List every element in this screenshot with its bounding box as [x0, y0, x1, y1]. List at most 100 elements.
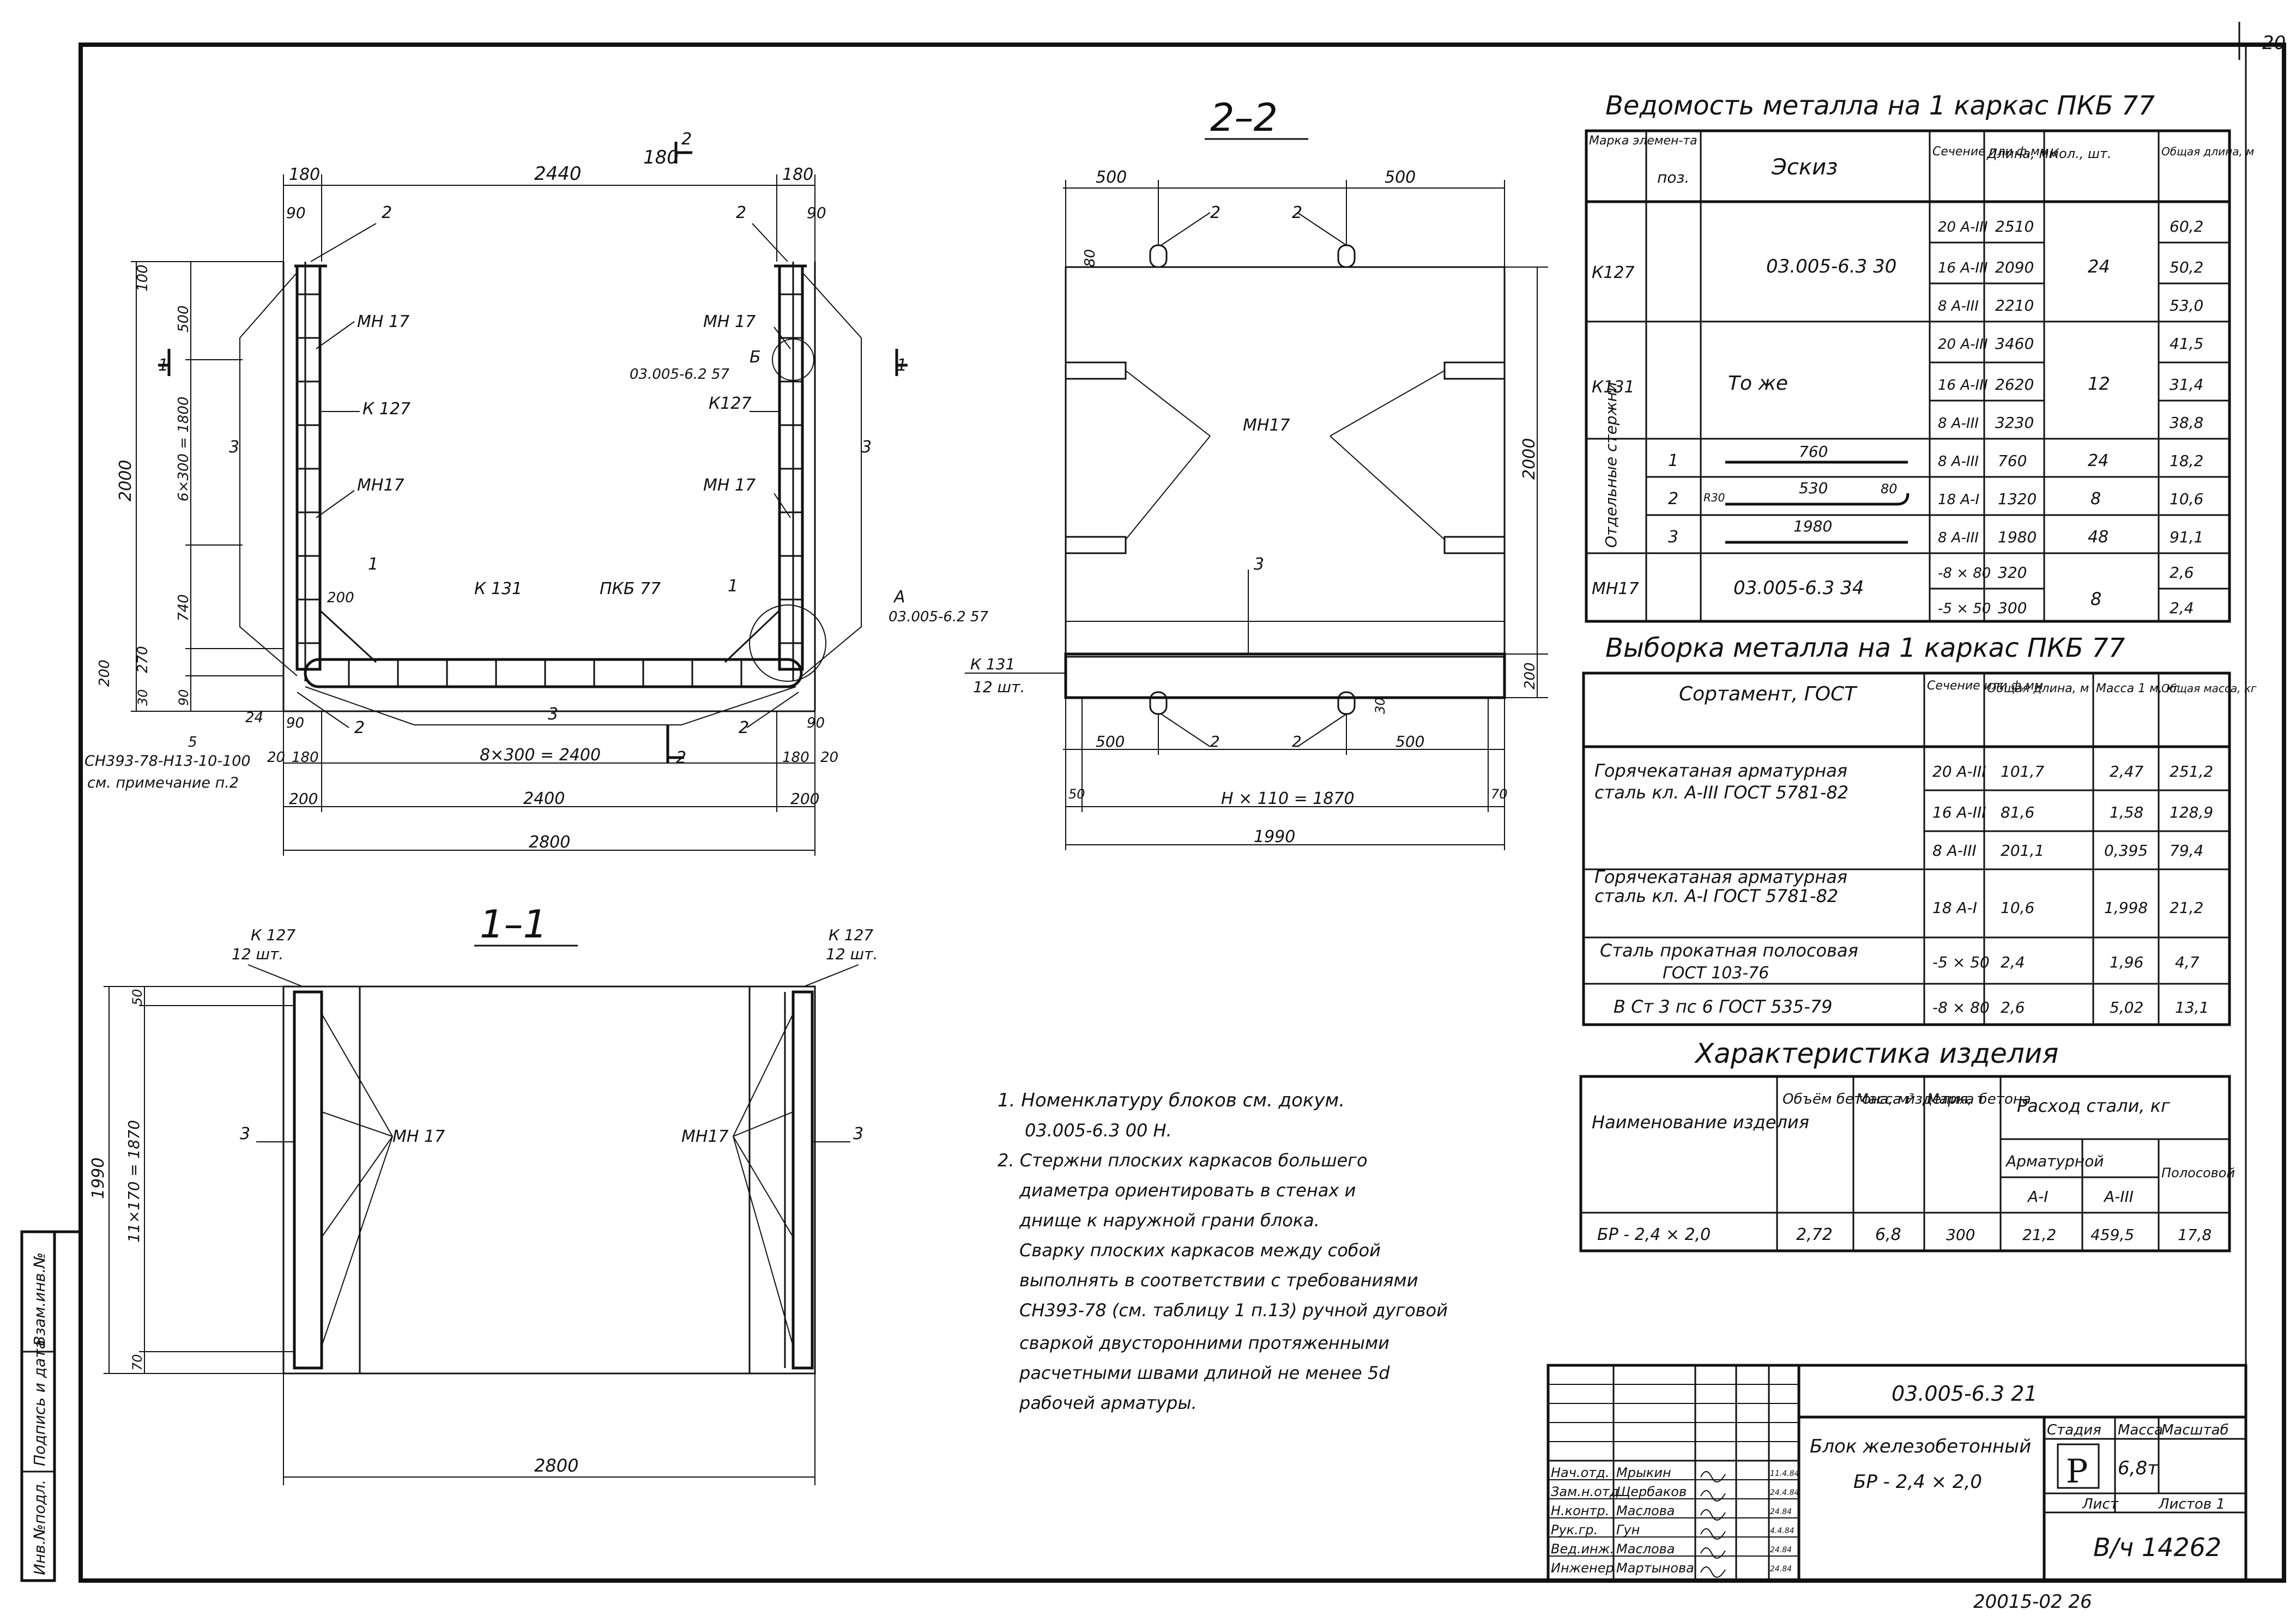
- vyb-g3-r1-len: 2,4: [2001, 953, 2025, 971]
- s22-pos2-d: 2: [1292, 733, 1302, 751]
- s11-pos3-right: 3: [853, 1124, 863, 1143]
- node-b-circle: [772, 338, 814, 381]
- vyb-g1-r3-len: 201,1: [2001, 842, 2044, 860]
- ved-k131-sec-3: 8 А-III: [1938, 415, 1979, 432]
- ved-sep2-sec: 18 А-I: [1938, 492, 1979, 508]
- ved-separate-label: Отдельные стержни: [1602, 382, 1620, 548]
- vyb-g1-r3-m1: 0,395: [2104, 842, 2148, 860]
- stamp-stage: Р: [2066, 1452, 2088, 1491]
- ved-h-section: Сечение или ф,мм: [1932, 145, 2049, 159]
- plan-bottom-cage: [304, 658, 803, 688]
- s22-dim-80: 80: [1082, 249, 1098, 267]
- plan-dim-b-20-r: 20: [820, 749, 838, 766]
- plan-dim-left-200: 200: [96, 659, 113, 687]
- plan-pos2-a: 2: [382, 203, 392, 222]
- stamp-h-mass: Масса: [2118, 1422, 2163, 1438]
- ved-h-pos: поз.: [1657, 168, 1689, 186]
- stamp-mass: 6,8т: [2118, 1457, 2159, 1479]
- ved-k131-sec-2: 16 А-III: [1938, 377, 1988, 394]
- plan-node-b-ref: 03.005-6.2 57: [630, 366, 730, 383]
- ved-sep2-dim: 530: [1799, 479, 1828, 497]
- s11-dim-1990: 1990: [89, 1158, 108, 1199]
- s11-dim-50: 50: [130, 989, 145, 1006]
- plan-dim-90-l: 90: [286, 204, 306, 222]
- har-h-steel: Расход стали, кг: [2017, 1096, 2170, 1116]
- ved-sep2-len: 1320: [1998, 490, 2037, 508]
- s22-dim-200: 200: [1522, 662, 1538, 689]
- vyb-g1-name-1: Горячекатаная арматурная: [1594, 760, 1847, 781]
- stamp-h-stage: Стадия: [2047, 1422, 2101, 1438]
- plan-dim-left-2000: 2000: [116, 460, 135, 501]
- vedomost-table: [1585, 129, 2231, 623]
- s11-mn17-left: МН 17: [392, 1127, 445, 1146]
- vyb-g4-r1-tot: 13,1: [2175, 998, 2209, 1016]
- ved-sep1-tot: 18,2: [2170, 452, 2203, 470]
- plan-pos1-b: 1: [728, 577, 738, 596]
- vyb-g2-r1-tot: 21,2: [2170, 899, 2203, 917]
- vyb-g1-r2-tot: 128,9: [2170, 803, 2213, 821]
- vyb-g1-r1-m1: 2,47: [2110, 762, 2144, 780]
- ved-sep2-qty: 8: [2090, 489, 2101, 509]
- section-1-1-view: [104, 964, 859, 1485]
- plan-k131: К 131: [474, 579, 522, 598]
- ved-k131-sketch: То же: [1728, 372, 1788, 395]
- vyb-g1-r2-len: 81,6: [2001, 803, 2034, 821]
- vyb-g1-r2-sec: 16 А-III: [1932, 803, 1986, 821]
- s11-k127-left: К 127: [251, 926, 295, 944]
- stamp-h-scale: Масштаб: [2161, 1422, 2229, 1438]
- plan-dim-b-2400: 2400: [523, 789, 565, 808]
- har-row-a1: 21,2: [2022, 1226, 2056, 1244]
- stamp-p1-name: Мрыкин: [1616, 1465, 1671, 1480]
- s22-pos3: 3: [1254, 555, 1264, 574]
- har-row-name: БР - 2,4 × 2,0: [1597, 1225, 1711, 1244]
- s22-k131: К 131: [970, 655, 1015, 673]
- s22-dim-70: 70: [1491, 786, 1508, 802]
- plan-view: [131, 142, 908, 856]
- ved-k127-qty: 24: [2088, 256, 2110, 277]
- note-line-8: СН393-78 (см. таблицу 1 п.13) ручной дуг…: [1019, 1300, 1448, 1321]
- stamp-p5-role: Вед.инж.: [1551, 1541, 1614, 1557]
- s22-pos2-a: 2: [1210, 203, 1220, 222]
- ved-sep3-len: 1980: [1998, 528, 2037, 546]
- vyb-h-mass1: Масса 1 м, кг: [2096, 682, 2180, 695]
- vyb-g2-r1-m1: 1,998: [2104, 899, 2148, 917]
- s11-dim-11x170: 11×170 = 1870: [125, 1120, 143, 1243]
- plan-dim-b-200-l: 200: [289, 790, 318, 808]
- stamp-people: Нач.отд. Мрыкин 11.4.84 Зам.н.отд. Щерба…: [1551, 1465, 1799, 1576]
- vyb-g1-r3-sec: 8 А-III: [1932, 842, 1977, 860]
- section-1-1-title: 1–1: [480, 902, 547, 947]
- ved-k131-sec-1: 20 А-III: [1938, 336, 1988, 353]
- s11-dim-70: 70: [130, 1354, 145, 1371]
- ved-sep2-dim2: 80: [1881, 481, 1898, 497]
- vyb-g4-name-1: В Ст 3 пс 6 ГОСТ 535-79: [1614, 996, 1832, 1017]
- vyb-g3-name-1: Сталь прокатная полосовая: [1600, 940, 1858, 961]
- ved-k127-sec-2: 16 А-III: [1938, 260, 1988, 276]
- stamp-p1-date: 11.4.84: [1770, 1469, 1799, 1478]
- ved-k127-tot-2: 50,2: [2170, 258, 2203, 276]
- note-line-6: Сварку плоских каркасов между собой: [1019, 1240, 1381, 1261]
- ved-mn17-tot-1: 2,6: [2170, 564, 2194, 582]
- vyb-g2-name-2: сталь кл. А-I ГОСТ 5781-82: [1594, 886, 1838, 906]
- s11-k127-right-qty: 12 шт.: [826, 945, 878, 963]
- plan-pos2-d: 2: [739, 718, 749, 737]
- ved-sep2-tot: 10,6: [2170, 490, 2203, 508]
- harakteristika-title: Характеристика изделия: [1694, 1038, 2058, 1069]
- plan-mn17-4: МН 17: [703, 476, 756, 495]
- vyb-g2-name-1: Горячекатаная арматурная: [1594, 867, 1847, 887]
- vyb-g2-r1-sec: 18 А-I: [1932, 899, 1977, 917]
- ved-sep3-tot: 91,1: [2170, 528, 2203, 546]
- side-stamp-inv: Инв.№подл.: [31, 1480, 49, 1575]
- ved-mn17-sec-1: -8 × 80: [1938, 565, 1991, 582]
- stamp-p5-date: 24.84: [1770, 1546, 1792, 1554]
- har-h-grade: Марка бетона: [1927, 1091, 2031, 1107]
- plan-pos3-bottom: 3: [548, 705, 558, 724]
- note-line-11: рабочей арматуры.: [1019, 1393, 1197, 1413]
- plan-dim-200: 200: [327, 590, 354, 606]
- corner-page-no: 20: [2262, 32, 2286, 54]
- vyb-g3-name-2: ГОСТ 103-76: [1663, 964, 1769, 983]
- node-a-circle: [749, 604, 826, 682]
- note-line-7: выполнять в соответствии с требованиями: [1019, 1270, 1418, 1291]
- vyb-g4-r1-m1: 5,02: [2110, 998, 2143, 1016]
- ved-sep1-len: 760: [1998, 452, 2027, 470]
- plan-dim-b-180-l: 180: [292, 749, 319, 766]
